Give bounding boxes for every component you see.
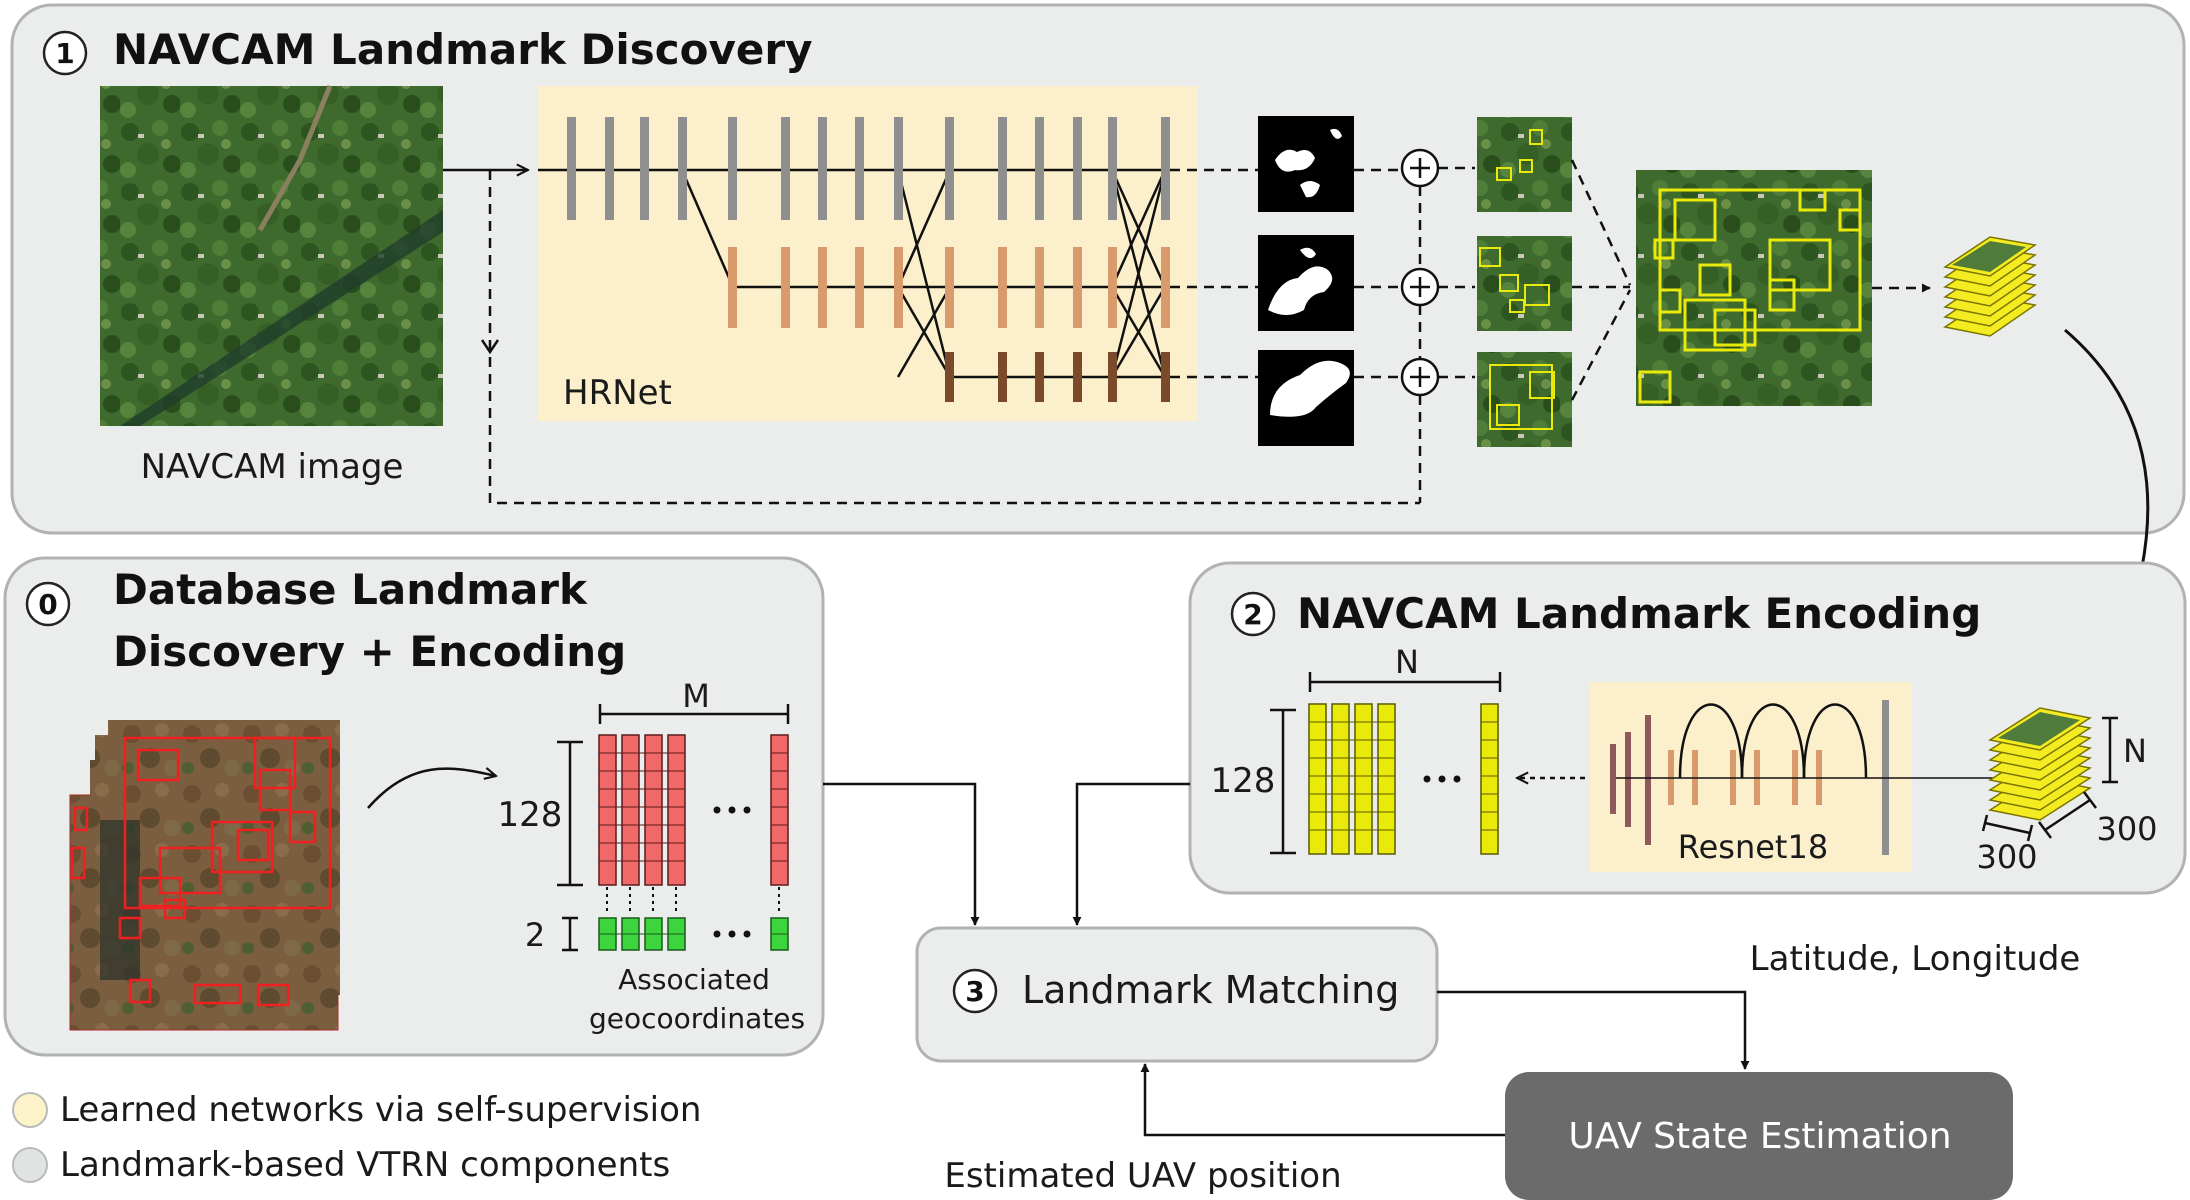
stack-height-label: 300 [1976,838,2037,876]
merged-landmark-map [1636,170,1872,406]
geo-height-label: 2 [525,916,545,954]
segmentation-mask-3 [1258,350,1354,446]
step-number-3: 3 [965,975,984,1008]
geo-label-line2: geocoordinates [589,1002,805,1035]
segmentation-mask-2 [1258,235,1354,331]
hrnet-orange-stage [728,247,1170,328]
legend-learned-swatch [12,1092,48,1128]
landmark-crop-3 [1477,352,1572,447]
landmark-crop-2 [1477,236,1572,331]
latlon-label: Latitude, Longitude [1750,939,2081,979]
database-width-marker [598,704,790,724]
landmark-tile-stack [1943,236,2037,337]
encoding-height-marker [1270,708,1296,855]
panel-title-encoding: NAVCAM Landmark Encoding [1297,589,1981,638]
fusion-plus-nodes [1354,148,1475,503]
resnet-block [1590,682,1912,872]
database-width-label: M [682,677,710,715]
step-number-1: 1 [55,37,74,70]
geo-label-line1: Associated [618,963,770,996]
step-badge-2 [1230,591,1276,637]
hrnet-block [538,86,1198,421]
encoding-tile-stack [1981,707,2118,842]
step-number-0: 0 [38,588,57,621]
skip-connection [488,170,1420,505]
segmentation-mask-1 [1258,116,1354,212]
resnet-label: Resnet18 [1678,828,1828,866]
navcam-image [100,85,443,426]
panel-encoding: 2 NAVCAM Landmark Encoding N 128 [1188,561,2187,895]
estimated-position-label: Estimated UAV position [944,1156,1341,1196]
matching-title: Landmark Matching [1022,968,1399,1012]
hrnet-label: HRNet [563,373,672,413]
encoding-width-label: N [1395,643,1419,681]
legend-vtrn-label: Landmark-based VTRN components [60,1145,670,1185]
database-image-stack [69,720,340,1031]
encoding-width-marker [1308,672,1502,692]
matching-to-state-arrow [1437,990,1750,1070]
encoding-height-label: 128 [1211,761,1276,801]
state-estimation-title: UAV State Estimation [1568,1116,1951,1157]
database-height-label: 128 [498,795,563,835]
navcam-image-label: NAVCAM image [141,447,404,487]
panel-title-discovery: NAVCAM Landmark Discovery [113,25,812,74]
legend-learned-label: Learned networks via self-supervision [60,1090,701,1130]
stack-width-label: 300 [2096,810,2157,848]
hrnet-brown-stage [945,352,1170,402]
step-badge-0 [25,581,71,627]
stack-n-label: N [2123,732,2147,770]
panel-title-database-line1: Database Landmark [113,565,588,614]
database-height-marker [557,740,583,887]
step-number-2: 2 [1243,598,1262,631]
panel-database: 0 Database Landmark Discovery + Encoding [3,556,825,1057]
panel-title-database-line2: Discovery + Encoding [113,627,626,676]
encoding-descriptor-grid [1308,703,1499,855]
landmark-crop-1 [1477,117,1572,212]
database-descriptor-grid [598,734,789,914]
legend: Learned networks via self-supervision La… [12,1090,701,1185]
step-badge-3 [952,968,998,1014]
encoding-to-matching-arrow [1072,782,1190,926]
panel-discovery: 1 NAVCAM Landmark Discovery NAVCAM image… [10,3,2186,535]
step-badge-1 [42,30,88,76]
database-to-matching-arrow [823,782,980,926]
state-to-matching-arrow [1140,1063,1505,1137]
database-geocoordinate-cells [562,916,789,952]
legend-vtrn-swatch [12,1147,48,1183]
panel-matching: 3 Landmark Matching [915,926,1439,1063]
uav-state-estimation-box: UAV State Estimation [1505,1072,2013,1200]
hrnet-gray-stage [567,117,1170,220]
